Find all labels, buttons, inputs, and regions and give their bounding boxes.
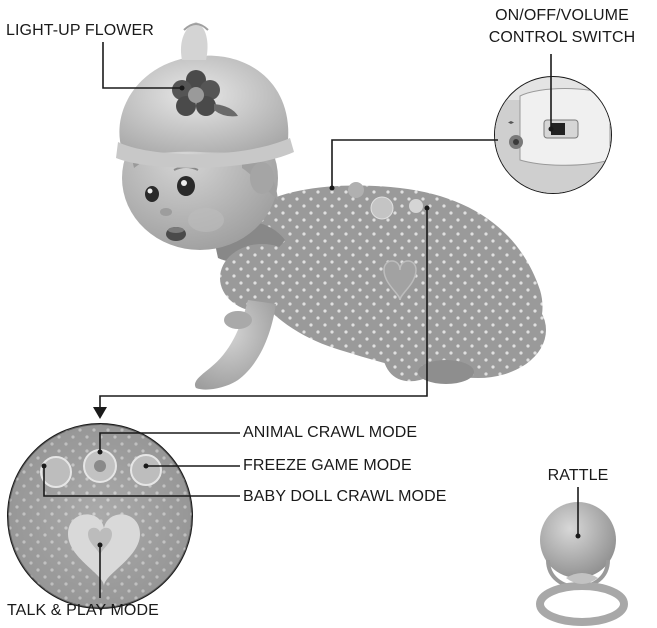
label-on-off-volume-line2: CONTROL SWITCH	[472, 28, 652, 48]
rattle-icon	[540, 502, 624, 622]
arrow-head	[93, 407, 107, 419]
label-baby-doll-crawl-mode: BABY DOLL CRAWL MODE	[243, 487, 447, 507]
label-light-up-flower: LIGHT-UP FLOWER	[6, 21, 154, 41]
label-on-off-volume-line1: ON/OFF/VOLUME	[472, 6, 652, 26]
svg-text:◂▸: ◂▸	[508, 120, 514, 126]
label-rattle: RATTLE	[528, 466, 628, 486]
label-animal-crawl-mode: ANIMAL CRAWL MODE	[243, 423, 417, 443]
label-talk-play-mode: TALK & PLAY MODE	[7, 601, 159, 621]
label-freeze-game-mode: FREEZE GAME MODE	[243, 456, 412, 476]
switch-zoom: ◂▸	[495, 77, 611, 193]
